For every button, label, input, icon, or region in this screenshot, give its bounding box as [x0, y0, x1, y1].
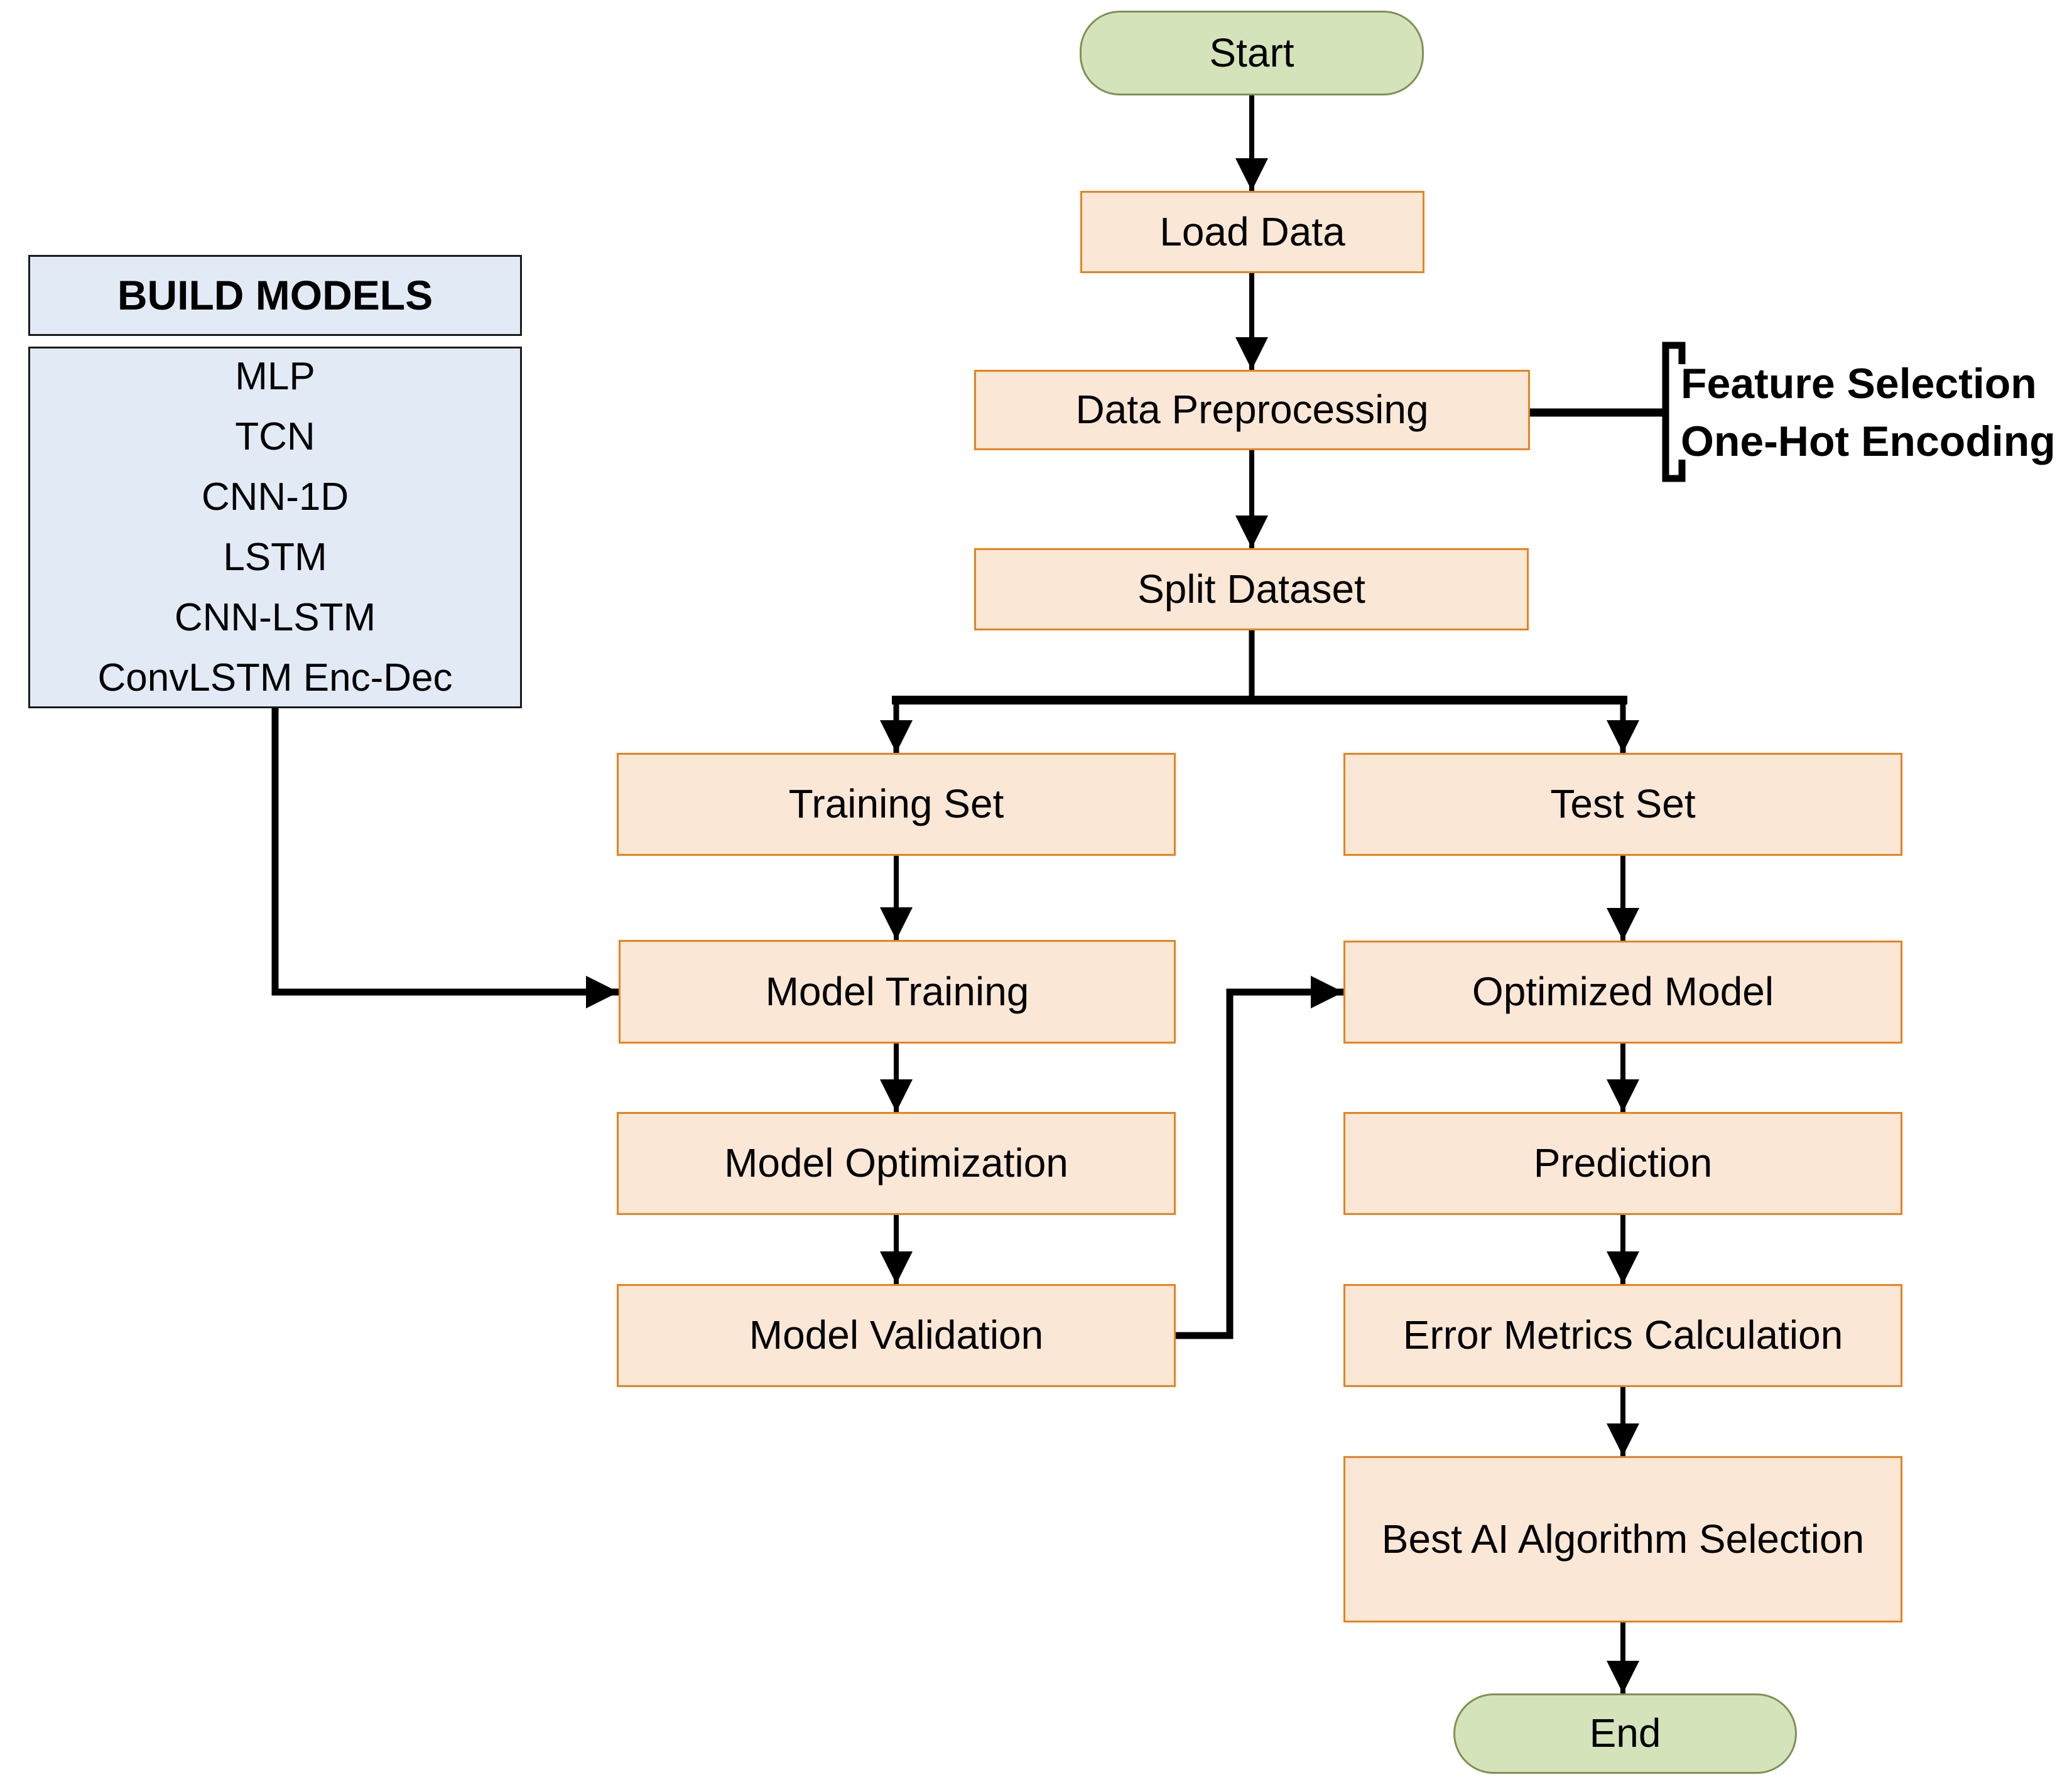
annotation-line-feature-selection: Feature Selection — [1681, 359, 2037, 408]
flowchart-node-split-dataset: Split Dataset — [974, 548, 1529, 630]
flowchart-node-model-optimization: Model Optimization — [617, 1112, 1176, 1215]
build-models-panel-list: MLP TCN CNN-1D LSTM CNN-LSTM ConvLSTM En… — [28, 347, 522, 708]
annotation-line-one-hot-encoding: One-Hot Encoding — [1681, 417, 2056, 465]
arrow-build-models-to-model-training — [271, 708, 619, 1008]
build-models-panel-title: BUILD MODELS — [28, 255, 522, 336]
model-item-tcn: TCN — [235, 415, 315, 458]
flowchart-node-optimized-model: Optimized Model — [1343, 941, 1902, 1044]
model-item-mlp: MLP — [235, 355, 315, 398]
arrow-validation-to-optimized-model — [1176, 976, 1343, 1339]
flowchart-node-training-set: Training Set — [617, 753, 1176, 856]
model-item-cnn-lstm: CNN-LSTM — [174, 596, 376, 639]
flowchart-node-model-training: Model Training — [619, 940, 1176, 1044]
model-item-lstm: LSTM — [223, 536, 327, 579]
annotation-bracket-icon — [1662, 342, 1686, 482]
flowchart-node-error-metrics: Error Metrics Calculation — [1343, 1284, 1902, 1387]
model-item-convlstm-enc-dec: ConvLSTM Enc-Dec — [97, 656, 453, 699]
flowchart-node-start: Start — [1080, 11, 1424, 95]
flowchart-node-model-validation: Model Validation — [617, 1284, 1176, 1387]
flowchart-node-test-set: Test Set — [1343, 753, 1902, 856]
flowchart-node-prediction: Prediction — [1343, 1112, 1902, 1215]
flowchart-node-load-data: Load Data — [1080, 191, 1424, 273]
model-item-cnn-1d: CNN-1D — [201, 475, 349, 519]
flowchart-node-best-algorithm: Best AI Algorithm Selection — [1343, 1456, 1902, 1622]
flowchart-node-end: End — [1453, 1693, 1797, 1774]
flowchart-node-data-preprocessing: Data Preprocessing — [974, 370, 1530, 450]
preprocessing-annotation: Feature Selection One-Hot Encoding — [1681, 347, 2056, 478]
